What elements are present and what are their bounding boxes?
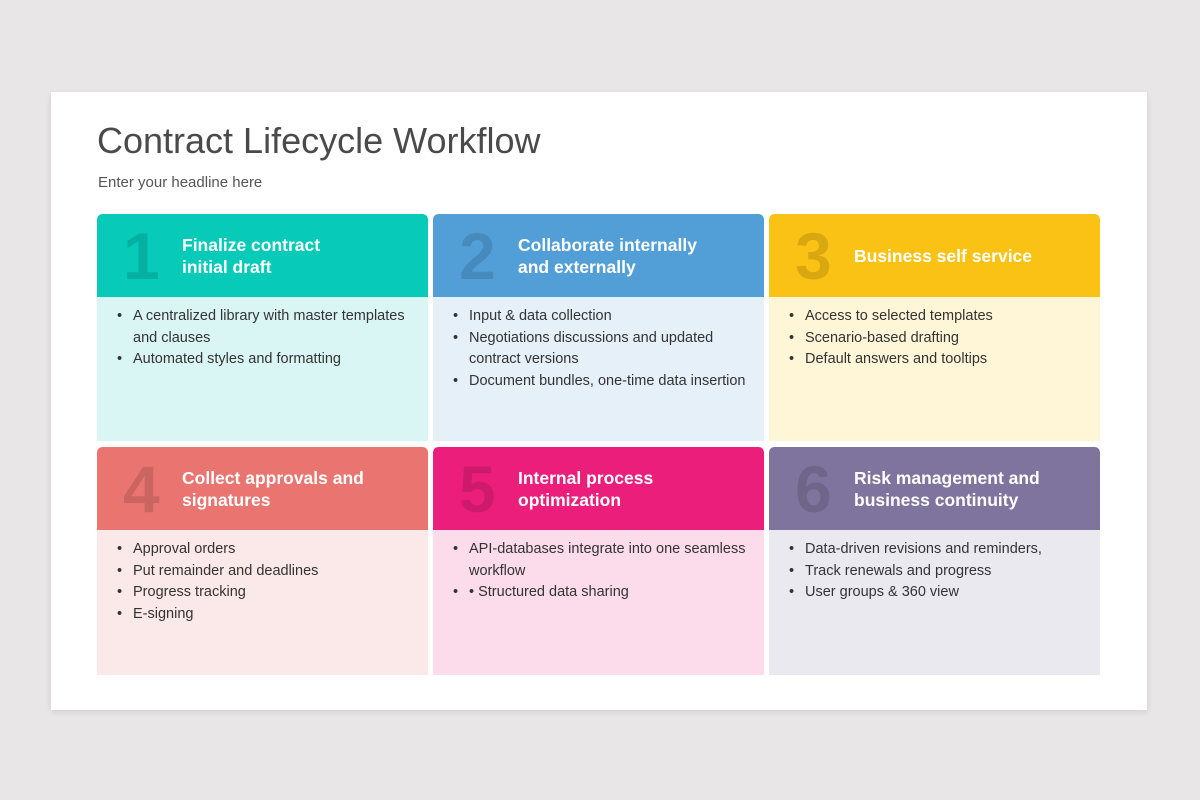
list-item: Track renewals and progress (789, 561, 1090, 583)
workflow-card-3: 3 Business self service Access to select… (769, 214, 1100, 441)
list-item: Document bundles, one-time data insertio… (453, 371, 754, 393)
list-item: • Structured data sharing (453, 582, 754, 604)
workflow-card-2: 2 Collaborate internally and externally … (433, 214, 764, 441)
card-header: 1 Finalize contract initial draft (97, 214, 428, 297)
list-item: API-databases integrate into one seamles… (453, 539, 754, 582)
list-item: Default answers and tooltips (789, 349, 1090, 371)
list-item: Put remainder and deadlines (117, 561, 418, 583)
card-title-line: Internal process (518, 467, 654, 488)
card-header: 2 Collaborate internally and externally (433, 214, 764, 297)
card-header: 6 Risk management and business continuit… (769, 447, 1100, 530)
list-item: Access to selected templates (789, 306, 1090, 328)
slide-subtitle: Enter your headline here (98, 174, 263, 191)
card-body: Approval orders Put remainder and deadli… (97, 530, 428, 675)
card-header: 3 Business self service (769, 214, 1100, 297)
list-item: Data-driven revisions and reminders, (789, 539, 1090, 561)
card-body: Input & data collection Negotiations dis… (433, 297, 764, 441)
card-title-line: Risk management and (854, 467, 1040, 488)
step-number: 6 (795, 452, 832, 526)
card-header: 5 Internal process optimization (433, 447, 764, 530)
card-title-line: business continuity (854, 489, 1019, 510)
card-title-line: signatures (182, 489, 271, 510)
card-title-line: Business self service (854, 245, 1033, 266)
card-title-line: and externally (518, 256, 636, 277)
slide: Contract Lifecycle Workflow Enter your h… (51, 92, 1147, 710)
bullet-list: A centralized library with master templa… (117, 306, 418, 371)
bullet-list: Approval orders Put remainder and deadli… (117, 539, 418, 625)
card-title: Collaborate internally and externally (518, 234, 753, 278)
card-title: Risk management and business continuity (854, 467, 1089, 511)
list-item: Automated styles and formatting (117, 349, 418, 371)
list-item: Progress tracking (117, 582, 418, 604)
card-title-line: Collaborate internally (518, 234, 697, 255)
list-item: Approval orders (117, 539, 418, 561)
list-item: Scenario-based drafting (789, 328, 1090, 350)
card-body: Data-driven revisions and reminders, Tra… (769, 530, 1100, 675)
bullet-list: Data-driven revisions and reminders, Tra… (789, 539, 1090, 604)
card-header: 4 Collect approvals and signatures (97, 447, 428, 530)
bullet-list: API-databases integrate into one seamles… (453, 539, 754, 604)
workflow-card-1: 1 Finalize contract initial draft A cent… (97, 214, 428, 441)
card-body: A centralized library with master templa… (97, 297, 428, 441)
workflow-card-5: 5 Internal process optimization API-data… (433, 447, 764, 675)
card-title: Finalize contract initial draft (182, 234, 417, 278)
card-title-line: initial draft (182, 256, 272, 277)
card-title-line: Finalize contract (182, 234, 321, 255)
card-title-line: Collect approvals and (182, 467, 364, 488)
list-item: E-signing (117, 604, 418, 626)
workflow-card-4: 4 Collect approvals and signatures Appro… (97, 447, 428, 675)
card-body: API-databases integrate into one seamles… (433, 530, 764, 675)
step-number: 3 (795, 219, 832, 293)
list-item: User groups & 360 view (789, 582, 1090, 604)
slide-title: Contract Lifecycle Workflow (97, 120, 541, 161)
card-title: Internal process optimization (518, 467, 753, 511)
step-number: 2 (459, 219, 496, 293)
list-item: A centralized library with master templa… (117, 306, 418, 349)
step-number: 4 (123, 452, 160, 526)
step-number: 1 (123, 219, 160, 293)
bullet-list: Access to selected templates Scenario-ba… (789, 306, 1090, 371)
step-number: 5 (459, 452, 496, 526)
list-item: Input & data collection (453, 306, 754, 328)
card-body: Access to selected templates Scenario-ba… (769, 297, 1100, 441)
workflow-card-6: 6 Risk management and business continuit… (769, 447, 1100, 675)
card-title: Business self service (854, 245, 1089, 267)
card-title-line: optimization (518, 489, 622, 510)
card-title: Collect approvals and signatures (182, 467, 417, 511)
list-item: Negotiations discussions and updated con… (453, 328, 754, 371)
bullet-list: Input & data collection Negotiations dis… (453, 306, 754, 392)
